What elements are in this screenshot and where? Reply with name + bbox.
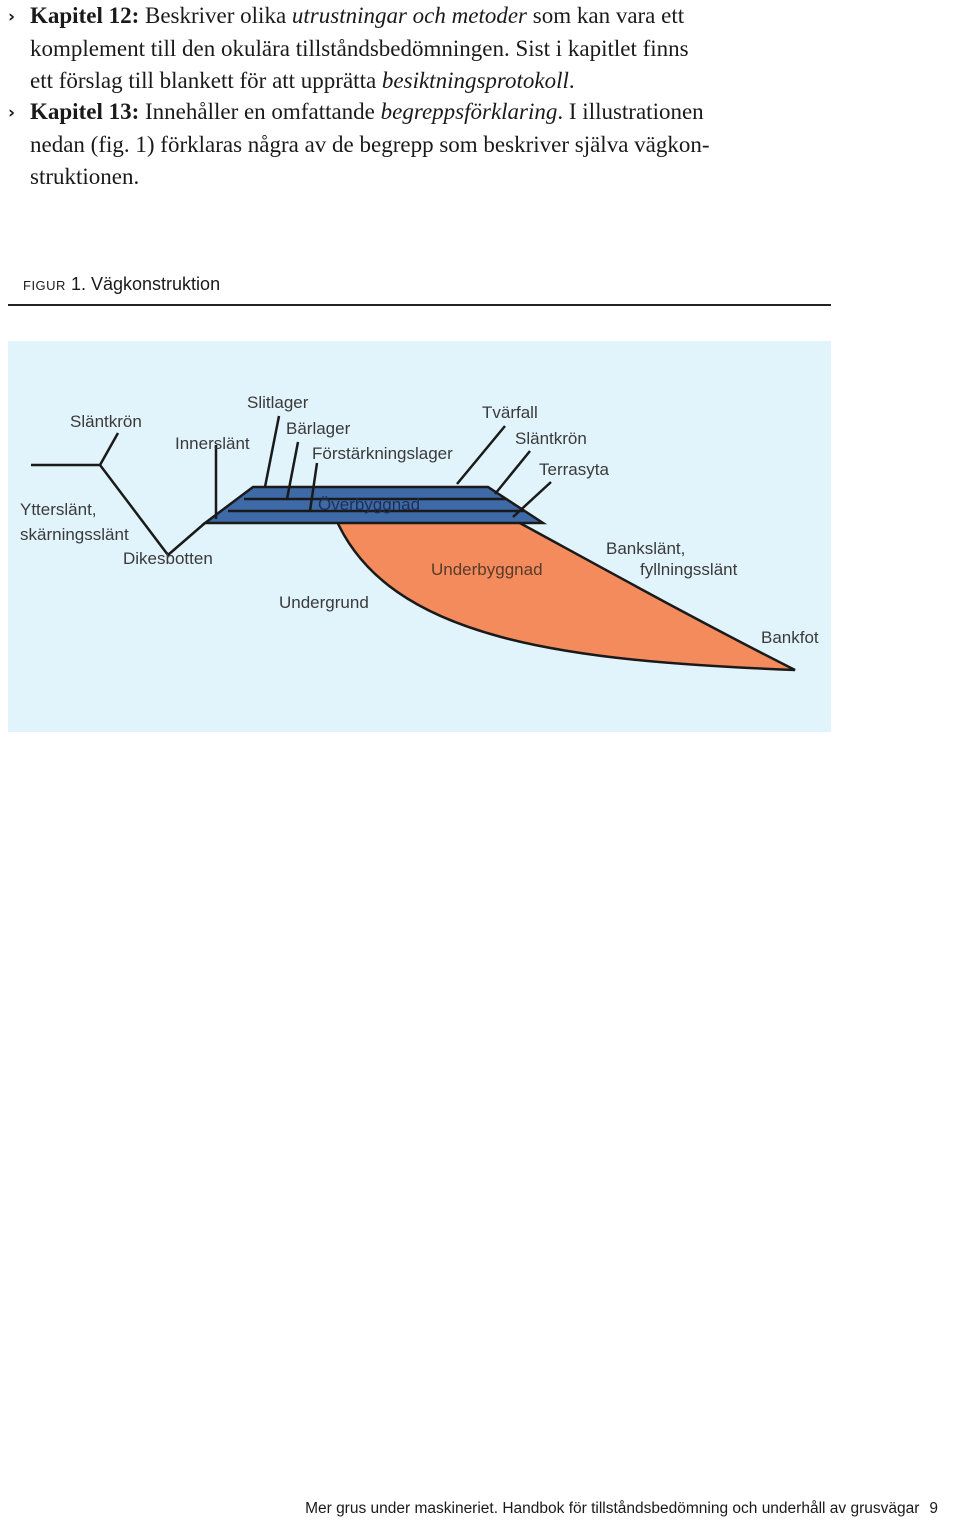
road-layers-shape <box>201 485 548 525</box>
label-slantkron-left: Släntkrön <box>70 412 142 431</box>
leader-barlager <box>285 441 300 500</box>
figure-caption-title: Vägkonstruktion <box>91 274 221 294</box>
label-dikesbotten: Dikesbotten <box>123 549 213 568</box>
label-barlager: Bärlager <box>286 419 351 438</box>
text: . <box>568 68 575 93</box>
figure-caption: figur 1. Vägkonstruktion <box>23 274 220 295</box>
text: . I illustrationen <box>557 99 704 124</box>
label-terrasyta: Terrasyta <box>539 460 609 479</box>
figure-caption-prefix: figur <box>23 274 66 294</box>
text: struktionen. <box>30 164 140 189</box>
italic-text: begreppsförklaring <box>380 99 558 124</box>
label-tvarfall: Tvärfall <box>482 403 538 422</box>
footer-book-title: Mer grus under maskineriet. <box>305 1500 499 1517</box>
text: som kan vara ett <box>527 3 685 28</box>
label-bankfot: Bankfot <box>761 628 819 647</box>
label-skarningsslant: skärningsslänt <box>20 525 129 544</box>
italic-text: besiktningsprotokoll <box>381 68 569 93</box>
label-ytterslant: Ytterslänt, <box>20 500 97 519</box>
figure-rule <box>8 304 831 306</box>
page-footer: Mer grus under maskineriet. Handbok för … <box>305 1500 938 1518</box>
footer-subtitle: Handbok för tillståndsbedömning och unde… <box>498 1500 920 1517</box>
leader-slantkron-right <box>494 450 531 495</box>
figure-caption-number: 1. <box>70 274 86 294</box>
leader-slantkron-left <box>98 432 120 466</box>
text: Beskriver olika <box>139 3 292 28</box>
label-slitlager: Slitlager <box>247 393 309 412</box>
label-forstarkningslager: Förstärkningslager <box>312 444 453 463</box>
text: komplement till den okulära tillståndsbe… <box>30 35 689 61</box>
road-cross-section-diagram <box>31 415 796 672</box>
label-overbyggnad: Överbyggnad <box>318 495 421 514</box>
italic-text: utrustningar och metoder <box>291 3 528 28</box>
paragraph-kapitel-12: › Kapitel 12: Beskriver olika utrustning… <box>8 0 850 98</box>
text: nedan (fig. 1) förklaras några av de beg… <box>30 131 710 157</box>
text: Innehåller en omfattande <box>139 99 381 124</box>
label-innerslant: Innerslänt <box>175 434 250 453</box>
label-bankslant: Bankslänt, <box>606 539 686 558</box>
bullet-chevron: › <box>8 7 16 27</box>
text: ett förslag till blankett för att upprät… <box>30 68 382 93</box>
bullet-chevron: › <box>8 103 16 123</box>
page-number: 9 <box>929 1500 938 1517</box>
leader-slitlager <box>263 415 281 488</box>
label-fyllningsslant: fyllningsslänt <box>640 560 738 579</box>
paragraph-kapitel-13: › Kapitel 13: Innehåller en omfattande b… <box>8 96 850 194</box>
chapter-label: Kapitel 13: <box>30 99 140 124</box>
figure-panel: Släntkrön Innerslänt Slitlager Bärlager … <box>8 341 831 732</box>
ground-profile <box>31 463 206 557</box>
embankment-shape <box>333 515 796 672</box>
chapter-label: Kapitel 12: <box>30 3 140 28</box>
leader-forstarkningslager <box>308 462 319 512</box>
label-undergrund: Undergrund <box>279 593 369 612</box>
label-slantkron-right: Släntkrön <box>515 429 587 448</box>
label-underbyggnad: Underbyggnad <box>431 560 543 579</box>
leader-terrasyta <box>512 481 552 518</box>
leader-tvarfall <box>456 425 506 485</box>
